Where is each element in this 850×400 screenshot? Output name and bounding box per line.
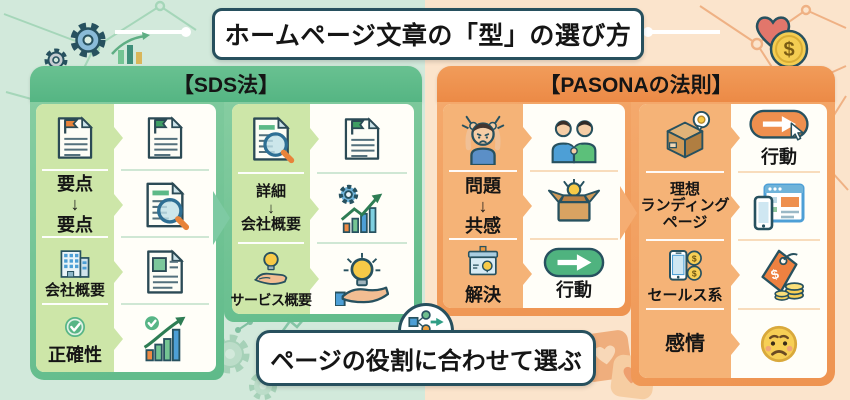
sds2-row3-left: サービス概要 <box>230 244 319 314</box>
sds1-row3-right <box>114 238 216 305</box>
row-label: 理想 ランディング ページ <box>640 180 730 232</box>
sds-header: 【SDS法】 <box>30 66 422 102</box>
pasona2-row1-right: 行動 <box>731 104 827 173</box>
pasona1-row2-right <box>523 172 625 240</box>
pasona2-row2-left: 理想 ランディング ページ <box>639 173 740 242</box>
sds1-row4-right <box>114 305 216 372</box>
chevron-right-orange-icon <box>620 186 637 240</box>
row-label: 行動 <box>556 280 592 301</box>
bottom-banner: ページの役割に合わせて選ぶ <box>256 330 596 386</box>
chevron-right-green-icon <box>213 191 230 245</box>
sds1-row3-left: 会社概要 <box>36 238 123 305</box>
row-label: 要点 ↓ 要点 <box>57 174 93 235</box>
pasona1-row1-right <box>523 104 625 172</box>
pasona1-row2-left: 問題 ↓ 共感 <box>443 172 532 240</box>
row-label: セールス系 <box>647 286 723 304</box>
sds2-row2-left: 詳細 ↓ 会社概要 <box>232 174 319 244</box>
sds1-row1-left <box>36 104 123 171</box>
sds2-row3-right <box>310 244 414 314</box>
row-label: 感情 <box>665 332 705 355</box>
pasona2-row1-left <box>639 104 740 173</box>
sds1-row1-right <box>114 104 216 171</box>
pasona2-row3-right <box>731 241 827 310</box>
sds1-row2-right <box>114 171 216 238</box>
row-label: 解決 <box>465 284 501 305</box>
pasona-header: 【PASONAの法則】 <box>437 66 835 102</box>
notch <box>114 126 123 149</box>
pasona2-row2-right <box>731 173 827 242</box>
page-title: ホームページ文章の「型」の選び方 <box>212 8 644 60</box>
pasona2-row3-left: セールス系 <box>639 241 740 310</box>
sds1-row4-left: 正確性 <box>36 305 123 372</box>
sds1-row2-left: 要点 ↓ 要点 <box>36 171 123 238</box>
row-label: 詳細 ↓ 会社概要 <box>240 182 301 234</box>
sds-subpanel1: 要点 ↓ 要点 会社概要 正確性 <box>36 104 216 372</box>
sds-subpanel2: 詳細 ↓ 会社概要 サービス概要 <box>230 104 414 314</box>
row-label: 問題 ↓ 共感 <box>465 175 501 237</box>
row-label: 行動 <box>761 147 797 168</box>
sds2-row1-left <box>232 104 319 174</box>
pasona1-row3-right: 行動 <box>523 240 625 308</box>
row-label: サービス概要 <box>230 292 313 309</box>
row-label: 会社概要 <box>44 282 105 300</box>
pasona1-row3-left: 解決 <box>443 240 532 308</box>
pasona2-row4-left: 感情 <box>639 310 740 379</box>
pasona-subpanel1: 問題 ↓ 共感 解決 行動 <box>443 104 625 308</box>
pasona-subpanel2: 理想 ランディング ページ セールス系 感情 行動 <box>639 104 827 378</box>
pasona1-row1-left <box>443 104 532 172</box>
pasona2-row4-right <box>731 310 827 379</box>
row-label: 正確性 <box>48 345 102 366</box>
sds2-row2-right <box>310 174 414 244</box>
sds2-row1-right <box>310 104 414 174</box>
